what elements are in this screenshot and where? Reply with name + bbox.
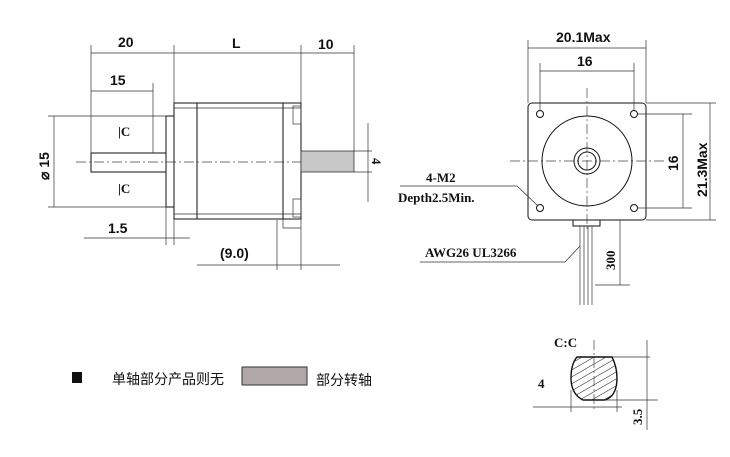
dim-height-max: 21.3Max <box>694 142 710 197</box>
side-view: 20 L 10 15 |C |C ⌀ 15 1.5 (9.0) 4 <box>36 34 384 270</box>
wire-note-leader <box>420 245 581 263</box>
dim-body-length: L <box>232 35 241 51</box>
hole-note-depth: Depth2.5Min. <box>398 190 475 205</box>
hole-note-thread: 4-M2 <box>426 170 456 185</box>
rear-shaft <box>300 150 355 173</box>
front-view: 20.1Max 16 16 21.3Max 4-M2 Depth2.5Min. … <box>398 29 716 305</box>
dim-wire-length: 300 <box>603 251 618 271</box>
dim-pilot-thickness: 1.5 <box>108 220 128 236</box>
mounting-hole <box>630 110 638 118</box>
legend-marker-square <box>72 372 82 383</box>
pilot-flange <box>165 115 175 208</box>
mounting-hole <box>536 204 544 212</box>
rear-shaft-swatch <box>241 366 308 386</box>
dim-rear-shaft: 10 <box>318 36 334 52</box>
rear-shaft-label: 部分转轴 <box>316 373 372 389</box>
dim-connector: (9.0) <box>220 245 249 261</box>
section-view: C:C 4 3.5 <box>533 335 658 430</box>
dim-width-max: 20.1Max <box>556 29 611 45</box>
mounting-hole <box>536 110 544 118</box>
dim-pilot-diameter: ⌀ 15 <box>36 152 52 180</box>
pilot-circle <box>541 115 633 207</box>
end-cap-tab <box>292 198 302 218</box>
wire-note: AWG26 UL3266 <box>425 245 517 260</box>
dim-rear-shaft-dia: 4 <box>369 158 384 165</box>
connector-outline <box>276 219 302 229</box>
shaft-inner-circle <box>577 151 597 171</box>
wire-connector <box>572 219 601 227</box>
dim-front-shaft: 20 <box>118 34 134 50</box>
dim-hole-spacing-v: 16 <box>665 155 681 171</box>
dim-section-diameter: 4 <box>538 376 545 391</box>
mounting-holes <box>536 110 638 212</box>
dim-hole-spacing-h: 16 <box>577 53 593 69</box>
single-shaft-note: 单轴部分产品则无 <box>112 372 224 388</box>
shaft-outer-circle <box>573 147 601 175</box>
lead-wires <box>579 226 593 305</box>
mounting-hole <box>630 204 638 212</box>
motor-body <box>173 102 302 220</box>
front-shaft <box>90 152 167 173</box>
section-title: C:C <box>554 335 577 350</box>
section-mark-top: |C <box>118 124 130 139</box>
dim-flat-length: 15 <box>110 72 126 88</box>
legend: 单轴部分产品则无 部分转轴 <box>72 366 372 389</box>
hole-note-leader <box>400 185 539 207</box>
section-mark-bottom: |C <box>118 181 130 196</box>
dim-section-flat: 3.5 <box>630 408 645 425</box>
end-cap-tab <box>292 105 302 125</box>
